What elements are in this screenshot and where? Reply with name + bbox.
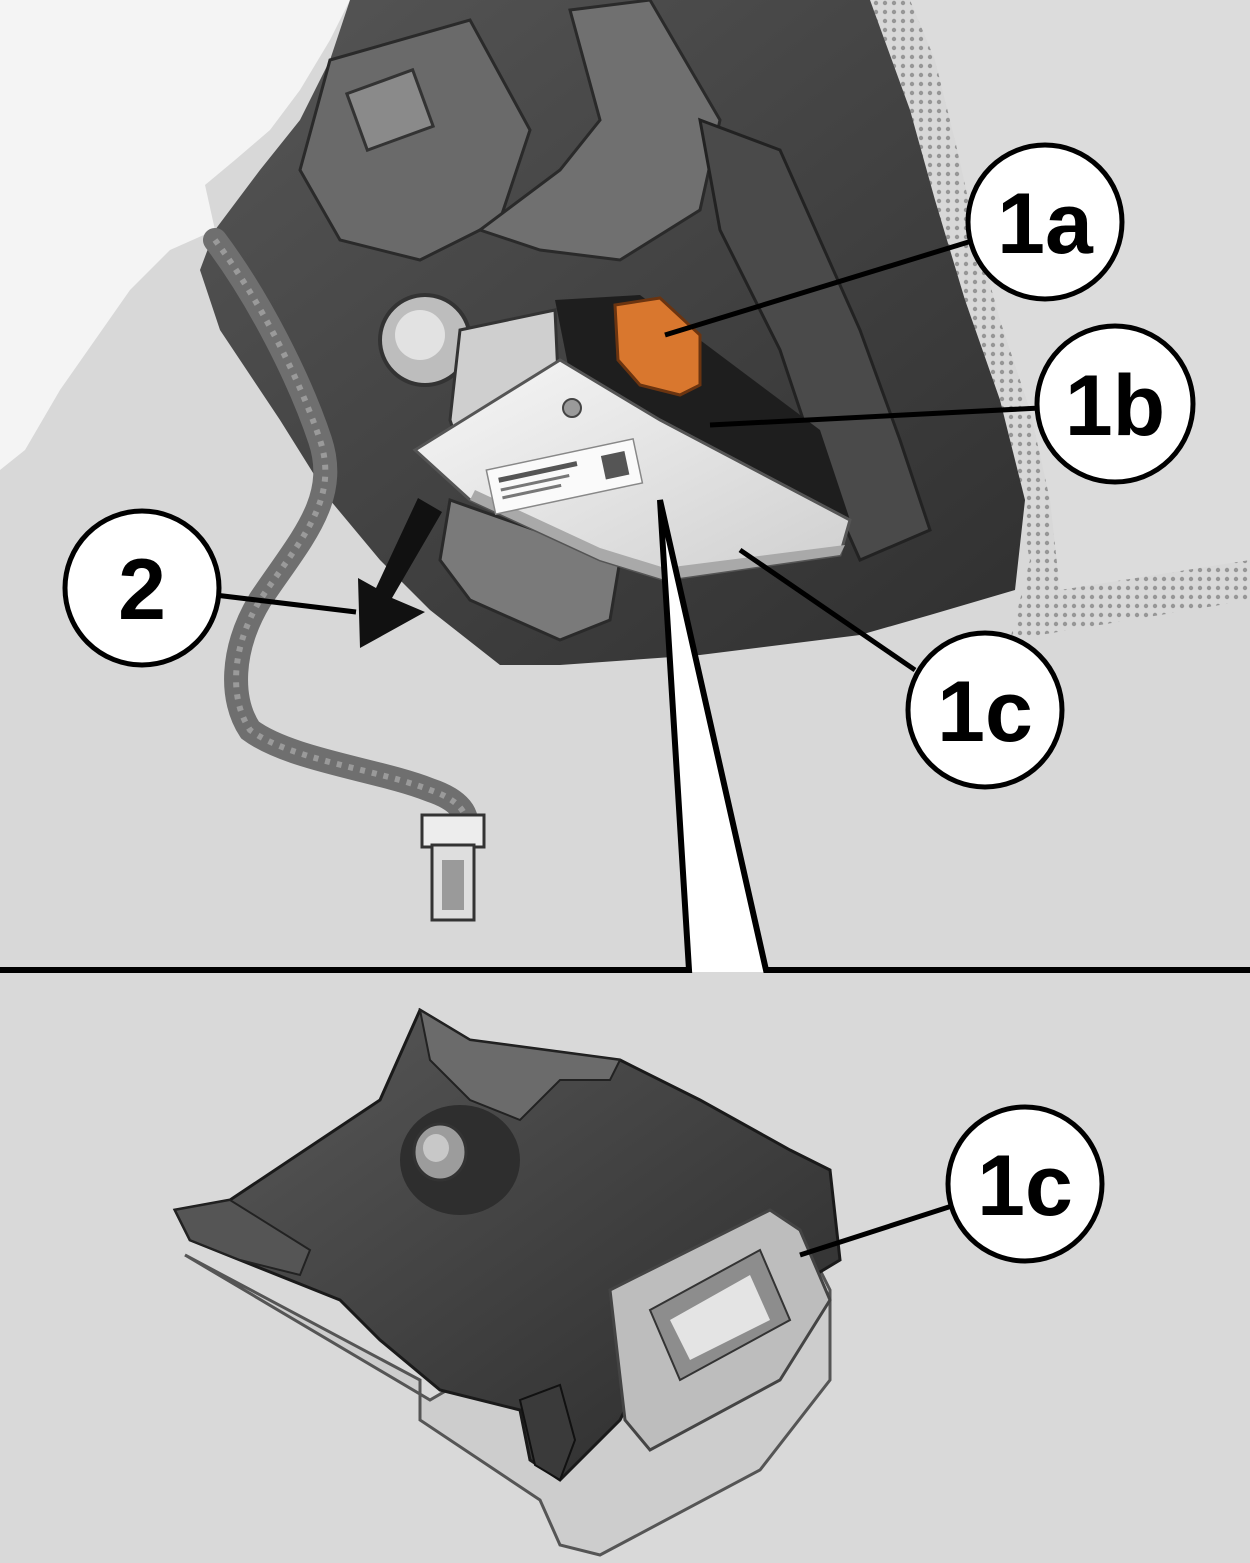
wiring-harness-texture <box>212 238 470 831</box>
direction-arrow-icon <box>358 498 442 648</box>
module-label-sticker <box>485 438 644 516</box>
module-screw <box>562 398 582 418</box>
leader-2 <box>214 592 357 615</box>
locking-tab-orange <box>613 296 702 397</box>
bracket-clip <box>344 67 436 153</box>
detail-bottom-clip <box>518 1383 577 1482</box>
callout-1c-top: 1c <box>905 630 1065 790</box>
callout-label-1c-top: 1c <box>937 664 1033 760</box>
leader-1b <box>709 405 1041 428</box>
headliner <box>0 0 350 470</box>
leader-1c-bottom <box>799 1202 956 1258</box>
sensor-knob-face <box>395 310 445 360</box>
housing-rail <box>698 117 932 562</box>
callout-1b: 1b <box>1034 323 1196 485</box>
callout-label-2: 2 <box>118 542 166 638</box>
harness-plug <box>420 813 486 922</box>
callout-1a: 1a <box>965 142 1125 302</box>
leader-1a <box>664 237 976 338</box>
callout-label-1a: 1a <box>997 176 1094 272</box>
detail-window-inner <box>670 1275 770 1360</box>
bottom-detail-panel <box>172 1007 842 1557</box>
detail-lens-knob <box>400 1105 520 1215</box>
detail-left-tab <box>173 1198 312 1277</box>
leader-1c-top <box>738 547 917 673</box>
mount-bracket-right <box>476 0 722 262</box>
callout-label-1c-bottom: 1c <box>977 1138 1073 1234</box>
callout-label-1b: 1b <box>1065 358 1165 454</box>
callout-leaders <box>214 237 1041 1258</box>
divider-line <box>0 499 1250 973</box>
callout-2: 2 <box>62 508 222 668</box>
detail-top-ridge <box>418 1007 622 1122</box>
mount-bracket-left <box>298 18 532 262</box>
callout-1c-bottom: 1c <box>945 1104 1105 1264</box>
